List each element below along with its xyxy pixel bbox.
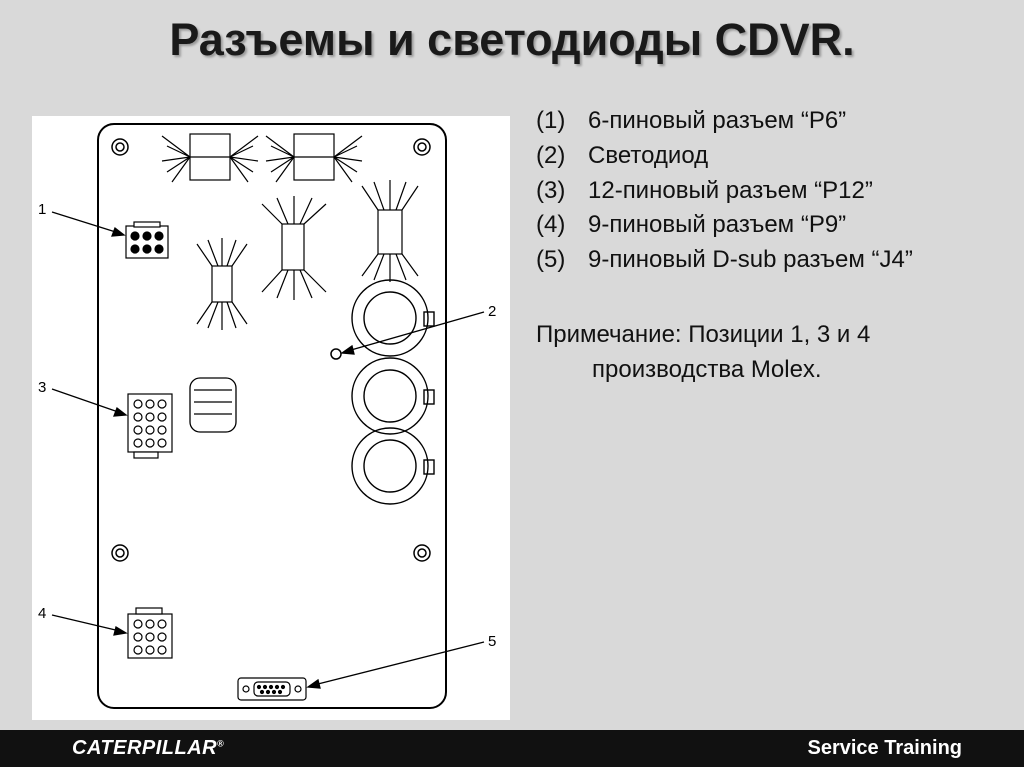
legend-text: 9-пиновый разъем “P9” <box>588 211 847 239</box>
legend-num: (4) <box>536 211 566 239</box>
legend-item: (5) 9-пиновый D-sub разъем “J4” <box>536 243 1006 278</box>
mounting-holes <box>111 138 431 562</box>
connector-p9 <box>127 607 173 659</box>
brand-text: CATERPILLAR <box>72 737 218 759</box>
heatsink <box>161 133 259 183</box>
callout-4: 4 <box>38 605 46 622</box>
heatsink <box>265 133 363 183</box>
cdvr-diagram: 1 2 3 4 5 <box>32 116 510 720</box>
note-line-1: Примечание: Позиции 1, 3 и 4 <box>536 320 871 348</box>
legend-num: (5) <box>536 246 566 274</box>
legend-item: (3) 12-пиновый разъем “P12” <box>536 174 1006 209</box>
legend-text: 9-пиновый D-sub разъем “J4” <box>588 246 913 274</box>
legend-item: (2) Светодиод <box>536 139 1006 174</box>
legend-item: (1) 6-пиновый разъем “P6” <box>536 104 1006 139</box>
note: Примечание: Позиции 1, 3 и 4 производств… <box>536 318 1006 388</box>
legend-item: (4) 9-пиновый разъем “P9” <box>536 208 1006 243</box>
connector-p6 <box>125 221 169 259</box>
service-training-label: Service Training <box>807 737 962 759</box>
board-outline <box>97 123 447 709</box>
legend-text: 12-пиновый разъем “P12” <box>588 176 873 204</box>
callout-leaders <box>51 211 485 689</box>
legend-text: 6-пиновый разъем “P6” <box>588 107 847 134</box>
legend-num: (1) <box>536 107 566 134</box>
callout-5: 5 <box>488 633 496 650</box>
note-line-2: производства Molex. <box>592 355 822 383</box>
footer-bar: CATERPILLAR® Service Training <box>0 730 1024 767</box>
slide-title: Разъемы и светодиоды CDVR. <box>169 14 855 65</box>
callout-2: 2 <box>488 303 496 320</box>
legend-text: Светодиод <box>588 141 709 169</box>
legend-num: (2) <box>536 141 566 169</box>
heatsink <box>261 196 327 300</box>
heatsink <box>196 238 248 330</box>
led <box>330 348 342 360</box>
caterpillar-logo: CATERPILLAR® <box>72 737 224 760</box>
coil <box>189 377 237 433</box>
callout-3: 3 <box>38 379 46 396</box>
callout-1: 1 <box>38 201 46 218</box>
connector-j4 <box>237 677 307 701</box>
round-terminals <box>351 279 435 505</box>
legend-list: (1) 6-пиновый разъем “P6” (2) Светодиод … <box>536 104 1006 388</box>
connector-p12 <box>127 393 173 459</box>
heatsink <box>361 180 419 282</box>
registered-mark: ® <box>217 738 225 749</box>
legend-num: (3) <box>536 176 566 204</box>
